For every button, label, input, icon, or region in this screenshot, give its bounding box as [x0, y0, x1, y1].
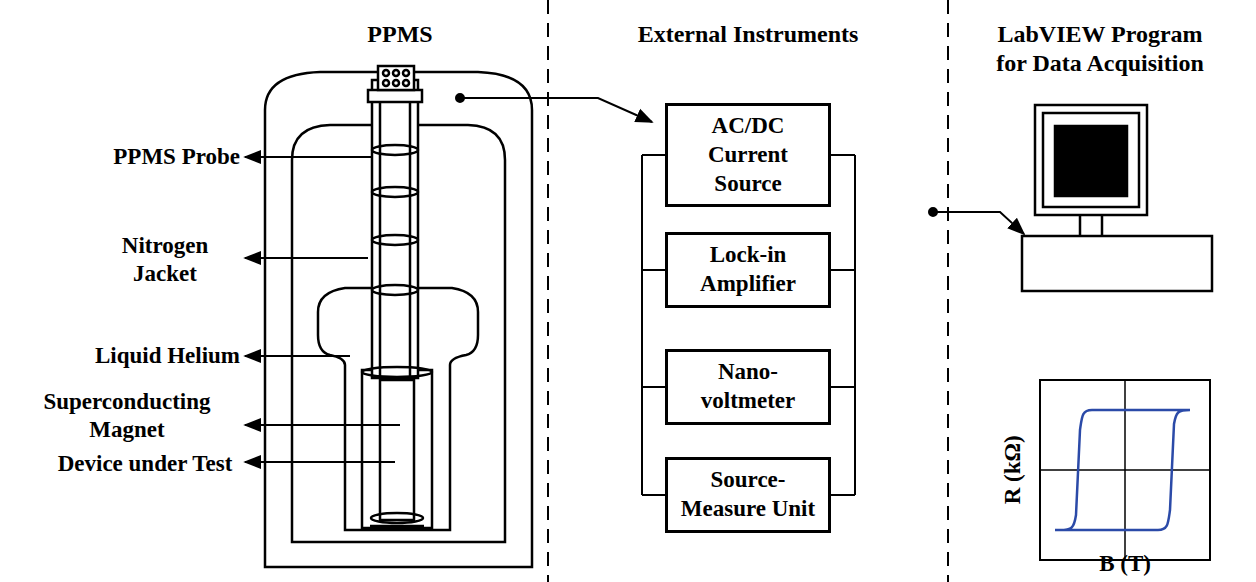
- part-name: Superconducting Magnet: [14, 388, 240, 443]
- axis-label: R (kΩ): [999, 410, 1027, 530]
- instrument-box: Nano-voltmeter: [665, 349, 831, 425]
- instrument-name: Nano-voltmeter: [676, 358, 820, 416]
- computer: [1022, 105, 1212, 291]
- instrument-name: Source-Measure Unit: [676, 466, 820, 524]
- leader-line: [245, 157, 400, 462]
- instrument-box: Lock-in Amplifier: [665, 232, 831, 308]
- part-name: Liquid Helium: [60, 342, 240, 370]
- divider: [547, 0, 549, 582]
- section-heading: External Instruments: [558, 20, 938, 49]
- instrument-name: AC/DC Current Source: [676, 112, 820, 198]
- instrument-box: AC/DC Current Source: [665, 103, 831, 207]
- axis-label: B (T): [1065, 550, 1185, 578]
- instrument-name: Lock-in Amplifier: [676, 241, 820, 299]
- part-name: Device under Test: [50, 450, 240, 478]
- divider: [947, 0, 949, 582]
- section-heading: PPMS: [300, 20, 500, 49]
- part-name: Nitrogen Jacket: [92, 232, 238, 287]
- section-heading: LabVIEW Program for Data Acquisition: [982, 20, 1218, 78]
- part-name: PPMS Probe: [100, 143, 240, 171]
- instrument-box: Source-Measure Unit: [665, 457, 831, 533]
- hysteresis-plot: [1040, 380, 1210, 560]
- cryostat: [265, 66, 532, 567]
- cable: [456, 94, 1024, 495]
